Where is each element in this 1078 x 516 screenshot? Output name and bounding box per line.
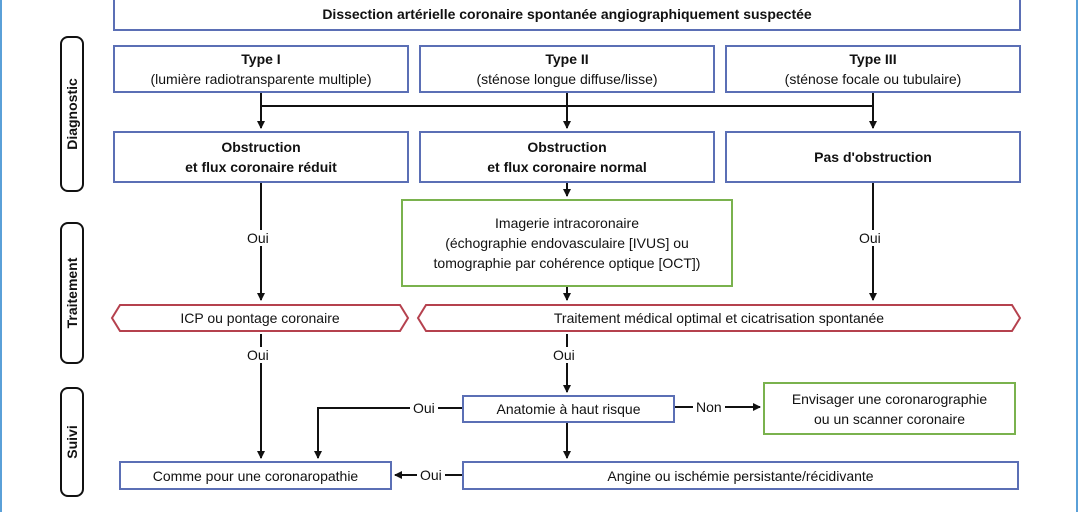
edge-label-yes: Oui: [410, 400, 438, 416]
edge-label-yes: Oui: [244, 347, 272, 363]
icp-box-outline: [110, 304, 410, 332]
angina-box: Angine ou ischémie persistante/récidivan…: [462, 461, 1019, 490]
medical-box-outline: [416, 304, 1022, 332]
type-name: Type II: [545, 51, 589, 67]
angina-label: Angine ou ischémie persistante/récidivan…: [607, 467, 874, 484]
title-box: Dissection artérielle coronaire spontané…: [113, 0, 1021, 31]
obstruction-line2: et flux coronaire normal: [487, 159, 647, 175]
obstruction-reduced-box: Obstruction et flux coronaire réduit: [113, 131, 409, 183]
high-risk-box: Anatomie à haut risque: [462, 395, 675, 423]
type-name: Type III: [849, 51, 897, 67]
diagram-title: Dissection artérielle coronaire spontané…: [322, 5, 812, 22]
obstruction-line1: Pas d'obstruction: [814, 149, 932, 165]
section-diagnostic: Diagnostic: [60, 36, 84, 192]
as-cad-box: Comme pour une coronaropathie: [119, 461, 392, 490]
section-diagnostic-label: Diagnostic: [64, 78, 80, 150]
imaging-line2: (échographie endovasculaire [IVUS] ou: [445, 235, 689, 251]
consider-line2: ou un scanner coronaire: [814, 410, 965, 427]
edge-label-yes: Oui: [417, 467, 445, 483]
edge-label-yes: Oui: [244, 230, 272, 246]
obstruction-line1: Obstruction: [221, 139, 301, 155]
type-description: (sténose longue diffuse/lisse): [476, 71, 658, 87]
edge-label-yes: Oui: [550, 347, 578, 363]
type-name: Type I: [241, 51, 281, 67]
section-traitement: Traitement: [60, 222, 84, 364]
obstruction-normal-box: Obstruction et flux coronaire normal: [419, 131, 715, 183]
edge-label-no: Non: [693, 399, 725, 415]
section-traitement-label: Traitement: [64, 257, 80, 329]
type-description: (sténose focale ou tubulaire): [784, 71, 962, 87]
high-risk-label: Anatomie à haut risque: [496, 401, 641, 417]
icp-box: ICP ou pontage coronaire: [112, 305, 408, 331]
section-suivi: Suivi: [60, 387, 84, 497]
no-obstruction-box: Pas d'obstruction: [725, 131, 1021, 183]
medical-treatment-box: Traitement médical optimal et cicatrisat…: [418, 305, 1020, 331]
type-description: (lumière radiotransparente multiple): [150, 71, 372, 87]
imaging-line1: Imagerie intracoronaire: [495, 215, 639, 231]
type-1-box: Type I (lumière radiotransparente multip…: [113, 45, 409, 93]
obstruction-line2: et flux coronaire réduit: [185, 159, 337, 175]
type-2-box: Type II (sténose longue diffuse/lisse): [419, 45, 715, 93]
connector-arrow: [314, 407, 462, 459]
consider-imaging-box: Envisager une coronarographie ou un scan…: [763, 382, 1016, 435]
section-suivi-label: Suivi: [64, 425, 80, 459]
edge-label-yes: Oui: [856, 230, 884, 246]
obstruction-line1: Obstruction: [527, 139, 607, 155]
type-3-box: Type III (sténose focale ou tubulaire): [725, 45, 1021, 93]
medical-treatment-label: Traitement médical optimal et cicatrisat…: [553, 310, 885, 326]
consider-line1: Envisager une coronarographie: [791, 390, 988, 407]
imaging-box: Imagerie intracoronaire (échographie end…: [401, 199, 733, 287]
imaging-line3: tomographie par cohérence optique [OCT]): [433, 255, 701, 271]
icp-label: ICP ou pontage coronaire: [180, 310, 340, 326]
as-cad-label: Comme pour une coronaropathie: [152, 467, 359, 484]
